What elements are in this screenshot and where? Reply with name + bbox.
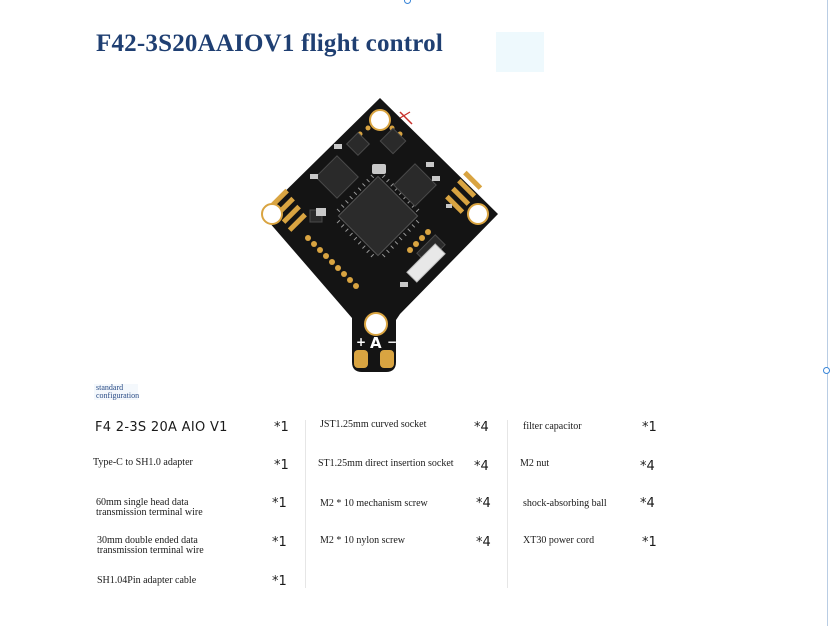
page-title: F42-3S20AAIOV1 flight control: [96, 30, 443, 57]
item-qty: *4: [474, 459, 489, 474]
right-edge-line: [827, 0, 828, 626]
item-name: shock-absorbing ball: [523, 498, 607, 509]
title-highlight: [496, 32, 544, 72]
item-name: SH1.04Pin adapter cable: [97, 575, 197, 586]
item-qty: *4: [476, 496, 491, 511]
item-name: 60mm single head data transmission termi…: [96, 497, 203, 518]
item-qty: *4: [640, 496, 655, 511]
item-qty: *1: [274, 458, 289, 473]
item-name: filter capacitor: [523, 421, 582, 432]
item-name: ST1.25mm direct insertion socket: [318, 458, 454, 469]
item-qty: *1: [272, 574, 287, 589]
item-qty: *4: [640, 459, 655, 474]
edge-handle-right: [823, 367, 830, 374]
item-name: Type-C to SH1.0 adapter: [93, 457, 193, 468]
item-qty: *1: [274, 420, 289, 435]
board-plus-mark: +: [356, 335, 366, 349]
section-label-standard-configuration: standard configuration: [94, 383, 140, 400]
column-separator: [305, 420, 306, 588]
item-qty: *4: [474, 420, 489, 435]
flight-controller-image: + A −: [250, 92, 510, 382]
item-name: M2 * 10 mechanism screw: [320, 498, 428, 509]
board-letter-mark: A: [370, 334, 382, 352]
item-qty: *1: [272, 496, 287, 511]
board-minus-mark: −: [387, 335, 397, 349]
item-qty: *1: [272, 535, 287, 550]
item-qty: *4: [476, 535, 491, 550]
item-name: JST1.25mm curved socket: [320, 419, 427, 430]
item-name: M2 nut: [520, 458, 550, 469]
item-name: 30mm double ended data transmission term…: [97, 535, 204, 556]
flight-controller-board-svg: + A −: [261, 98, 498, 372]
item-name: M2 * 10 nylon screw: [320, 535, 405, 546]
item-qty: *1: [642, 420, 657, 435]
edge-handle-top: [404, 0, 411, 4]
item-qty: *1: [642, 535, 657, 550]
item-name: F4 2-3S 20A AIO V1: [95, 420, 228, 435]
column-separator: [507, 420, 508, 588]
item-name: XT30 power cord: [523, 535, 595, 546]
